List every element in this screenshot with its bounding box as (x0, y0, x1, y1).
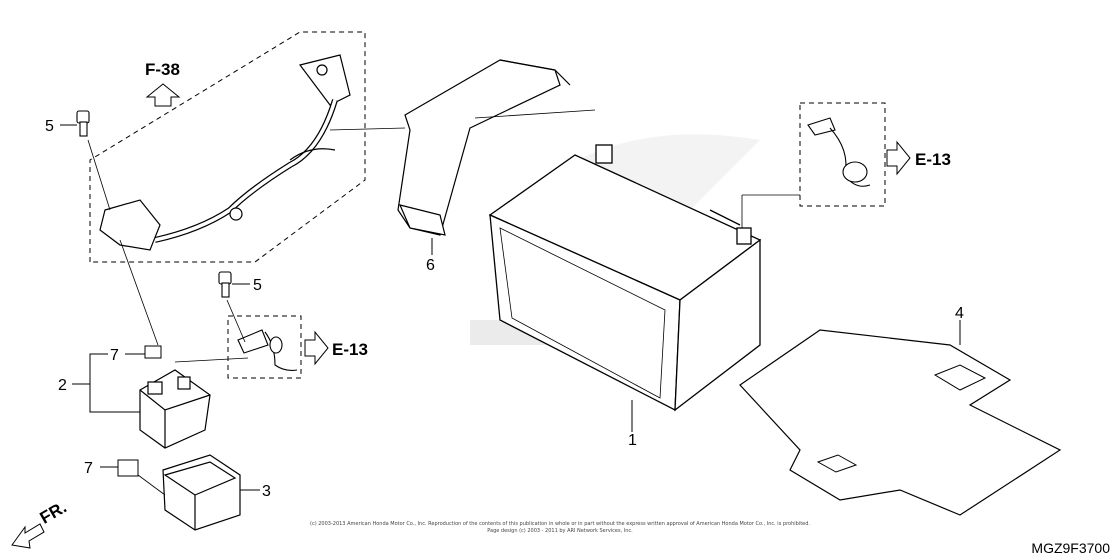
pad-cutout-upper (933, 364, 987, 391)
bolt-5-upper (76, 110, 90, 137)
callout-2-bracket (72, 353, 140, 413)
battery (488, 144, 762, 412)
callout-7-lower: 7 (84, 460, 93, 477)
callout-5-upper: 5 (45, 118, 54, 135)
ref-e13-left: E-13 (332, 340, 368, 359)
relay-cover (162, 454, 241, 531)
pad-cutout-lower (816, 454, 858, 473)
fuse-7-lower (117, 459, 139, 477)
ref-e13-right: E-13 (915, 150, 951, 169)
front-arrow (11, 523, 45, 549)
callout-2: 2 (58, 377, 67, 394)
ref-front: FR. (37, 498, 70, 528)
copyright-line-2: Page design (c) 2003 - 2011 by ARI Netwo… (487, 528, 633, 534)
callout-1: 1 (628, 432, 637, 449)
negative-cable (99, 54, 351, 251)
callout-7-upper: 7 (110, 347, 119, 364)
ref-f38: F-38 (145, 60, 180, 79)
diagram-code: MGZ9F3700 (1031, 540, 1110, 556)
callout-5-middle: 5 (253, 277, 262, 294)
f38-arrow (145, 83, 181, 107)
battery-band (397, 59, 571, 236)
bolt-5-middle (218, 271, 232, 298)
callout-6: 6 (426, 257, 435, 274)
starter-cable-box (227, 315, 302, 379)
copyright-line-1: (c) 2003-2013 American Honda Motor Co., … (310, 521, 810, 527)
callout-3: 3 (262, 483, 271, 500)
copyright-notice: (c) 2003-2013 American Honda Motor Co., … (300, 521, 820, 535)
fuse-7-upper (144, 345, 162, 359)
starter-cable (237, 329, 298, 371)
e13-right-arrow (886, 140, 911, 176)
harness-dashed-box (89, 31, 366, 263)
callout-4: 4 (955, 305, 964, 322)
starter-relay (139, 369, 211, 449)
battery-pad (739, 329, 1062, 516)
e13-left-arrow (304, 330, 329, 366)
positive-cable-box (799, 102, 886, 207)
positive-cable (807, 117, 871, 187)
